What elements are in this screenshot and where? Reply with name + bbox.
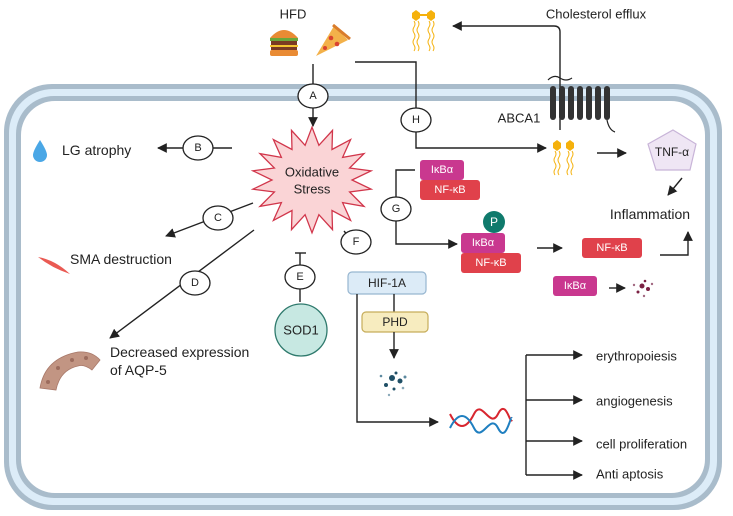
ikba-nfkb-complex: IκBα NF-κB [420,160,480,200]
svg-text:Stress: Stress [294,182,331,197]
svg-text:Oxidative: Oxidative [285,165,339,180]
effect-anti-aptosis: Anti aptosis [596,467,664,482]
phospholipid-icon [553,140,574,176]
pathway-label-e: E [284,264,316,290]
svg-text:IκBα: IκBα [431,164,454,176]
pathway-label-h: H [400,107,432,133]
arrow-h-lipid [355,61,547,153]
tnf-alpha-node: TNF-α [647,129,697,171]
svg-text:C: C [214,212,222,224]
abca1-transporter-icon [547,75,616,133]
arrow-tnf-inflammation [667,177,683,196]
lg-atrophy-label: LG atrophy [62,142,131,158]
epithelial-cells-icon [39,351,101,391]
svg-text:F: F [353,236,360,248]
cholesterol-efflux-arrow [452,21,561,130]
pathway-label-f: F [340,229,372,255]
svg-text:TNF-α: TNF-α [655,145,689,159]
svg-text:SOD1: SOD1 [283,323,318,338]
svg-text:NF-κB: NF-κB [475,257,506,269]
burger-icon [270,30,298,56]
pizza-icon [316,23,351,56]
arrow-hif-dna [356,294,439,427]
abca1-label: ABCA1 [498,111,541,126]
phosphorylated-complex: P IκBα NF-κB [461,211,521,273]
degraded-protein-icon [632,279,654,298]
svg-text:H: H [412,114,420,126]
svg-text:IκBα: IκBα [564,280,587,292]
svg-text:E: E [296,271,303,283]
free-ikba: IκBα [553,276,597,296]
effect-cell-proliferation: cell proliferation [596,437,687,452]
phospholipid-icon [412,10,435,52]
effect-angiogenesis: angiogenesis [596,394,673,409]
pathway-label-c: C [202,205,234,231]
pathway-label-d: D [179,270,211,296]
svg-text:G: G [392,203,401,215]
sma-destruction-label: SMA destruction [70,251,172,267]
svg-text:IκBα: IκBα [472,237,495,249]
degraded-protein-icon [379,371,407,397]
pathway-label-b: B [182,135,214,161]
aqp5-label-line2: of AQP-5 [110,362,167,378]
cell-membrane [4,84,722,510]
svg-text:NF-κB: NF-κB [434,184,465,196]
arrow-nfkb-inflammation [660,231,693,256]
svg-text:P: P [490,215,498,229]
aqp5-label-line1: Decreased expression [110,344,249,360]
effect-erythropoiesis: erythropoiesis [596,349,677,364]
dna-icon [449,407,513,434]
smooth-muscle-cell-icon [38,257,70,274]
water-drop-icon [33,140,47,162]
pathway-label-a: A [297,83,329,109]
free-nfkb: NF-κB [582,238,642,258]
cholesterol-efflux-label: Cholesterol efflux [546,7,647,22]
svg-text:HIF-1A: HIF-1A [368,276,406,290]
hfd-label: HFD [280,7,307,22]
pathway-label-g: G [380,196,412,222]
svg-text:B: B [194,142,201,154]
svg-text:D: D [191,277,199,289]
svg-text:NF-κB: NF-κB [596,242,627,254]
svg-text:A: A [309,90,317,102]
oxidative-stress-node: Oxidative Stress [250,125,374,235]
svg-text:PHD: PHD [382,315,408,329]
sod1-node: SOD1 [274,303,328,357]
phd-node: PHD [361,311,429,333]
inflammation-label: Inflammation [610,206,690,222]
hif-1a-node: HIF-1A [347,271,427,295]
